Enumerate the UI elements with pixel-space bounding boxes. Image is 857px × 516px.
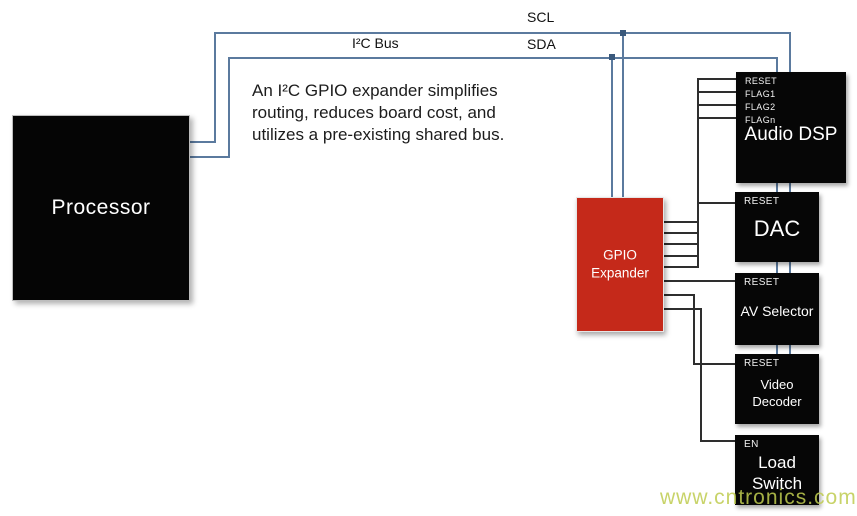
audio-dsp-pin-reset: RESET	[745, 76, 778, 86]
audio-dsp-pin-flag2: FLAG2	[745, 102, 776, 112]
gpio-pin-wire-2	[662, 232, 698, 234]
i2c-bus-label: I²C Bus	[352, 35, 399, 51]
scl-label: SCL	[527, 9, 555, 25]
video-decoder-name: Video Decoder	[752, 377, 802, 409]
scl-wire-top	[214, 32, 791, 34]
load-switch-box: EN Load Switch	[735, 435, 819, 505]
load-switch-name: Load Switch	[751, 453, 803, 493]
processor-box: Processor	[12, 115, 190, 301]
load-en-wire-h2	[700, 440, 735, 442]
video-reset-wire-h1	[662, 294, 695, 296]
gpio-trunk-wire	[697, 78, 699, 268]
scl-wire-processor-stub	[186, 141, 216, 143]
sda-wire-top	[228, 57, 778, 59]
dac-reset-wire	[697, 202, 735, 204]
av-selector-name: AV Selector	[740, 303, 814, 319]
av-selector-box: RESET AV Selector	[735, 273, 819, 345]
sda-label: SDA	[527, 36, 556, 52]
dac-box: RESET DAC	[735, 192, 819, 262]
gpio-pin-wire-1	[662, 221, 698, 223]
scl-junction-dot	[620, 30, 626, 36]
audio-dsp-name: Audio DSP	[744, 124, 838, 145]
gpio-expander-label: GPIO Expander	[591, 246, 649, 280]
sda-junction-dot	[609, 54, 615, 60]
gpio-expander-box: GPIO Expander	[576, 197, 664, 332]
dac-name: DAC	[753, 216, 801, 241]
description-note: An I²C GPIO expander simplifies routing,…	[252, 81, 505, 144]
watermark-text: www.cntronics.com	[660, 486, 857, 509]
video-decoder-box: RESET Video Decoder	[735, 354, 819, 424]
load-en-wire-h1	[662, 308, 702, 310]
scl-wire-riser	[214, 32, 216, 143]
av-reset-wire	[662, 280, 735, 282]
dsp-flag1-wire	[697, 91, 736, 93]
sda-drop-to-gpio	[611, 57, 613, 198]
gpio-pin-wire-3	[662, 243, 698, 245]
video-reset-wire-h2	[693, 363, 735, 365]
gpio-pin-wire-4	[662, 255, 698, 257]
video-reset-wire-v	[693, 294, 695, 365]
audio-dsp-pin-flagn: FLAGn	[745, 115, 776, 125]
gpio-pin-wire-5	[662, 266, 698, 268]
dsp-flag2-wire	[697, 104, 736, 106]
audio-dsp-pinstack: RESET FLAG1 FLAG2 FLAGn	[736, 75, 846, 127]
load-en-wire-v	[700, 308, 702, 442]
processor-label: Processor	[51, 196, 151, 219]
dsp-reset-wire	[697, 78, 736, 80]
sda-wire-processor-stub	[186, 156, 230, 158]
sda-wire-riser	[228, 57, 230, 158]
dac-pin-reset: RESET	[744, 196, 780, 207]
audio-dsp-pin-flag1: FLAG1	[745, 89, 776, 99]
dsp-flagn-wire	[697, 117, 736, 119]
video-decoder-pin-reset: RESET	[744, 358, 780, 369]
scl-drop-to-gpio	[622, 32, 624, 198]
load-switch-pin-en: EN	[744, 439, 759, 450]
audio-dsp-box: RESET FLAG1 FLAG2 FLAGn Audio DSP	[736, 72, 846, 183]
av-selector-pin-reset: RESET	[744, 277, 780, 288]
